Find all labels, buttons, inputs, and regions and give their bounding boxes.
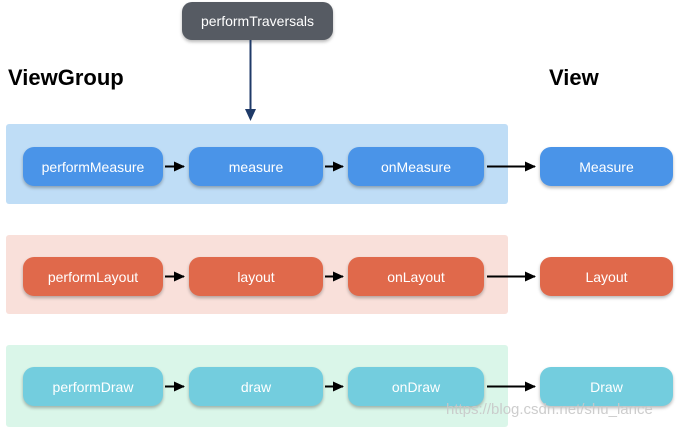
- node-on-measure: onMeasure: [348, 147, 484, 186]
- node-perform-layout: performLayout: [23, 257, 163, 296]
- node-measure: measure: [189, 147, 323, 186]
- node-draw: draw: [189, 367, 323, 406]
- heading-view: View: [549, 65, 599, 90]
- node-view-layout: Layout: [540, 257, 673, 296]
- node-perform-traversals: performTraversals: [182, 2, 333, 40]
- node-perform-measure: performMeasure: [23, 147, 163, 186]
- heading-viewgroup: ViewGroup: [8, 65, 124, 90]
- node-view-measure: Measure: [540, 147, 673, 186]
- node-layout: layout: [189, 257, 323, 296]
- watermark: https://blog.csdn.net/shu_lance: [446, 401, 653, 418]
- node-view-draw: Draw: [540, 367, 673, 406]
- node-on-draw: onDraw: [348, 367, 484, 406]
- node-on-layout: onLayout: [348, 257, 484, 296]
- node-perform-draw: performDraw: [23, 367, 163, 406]
